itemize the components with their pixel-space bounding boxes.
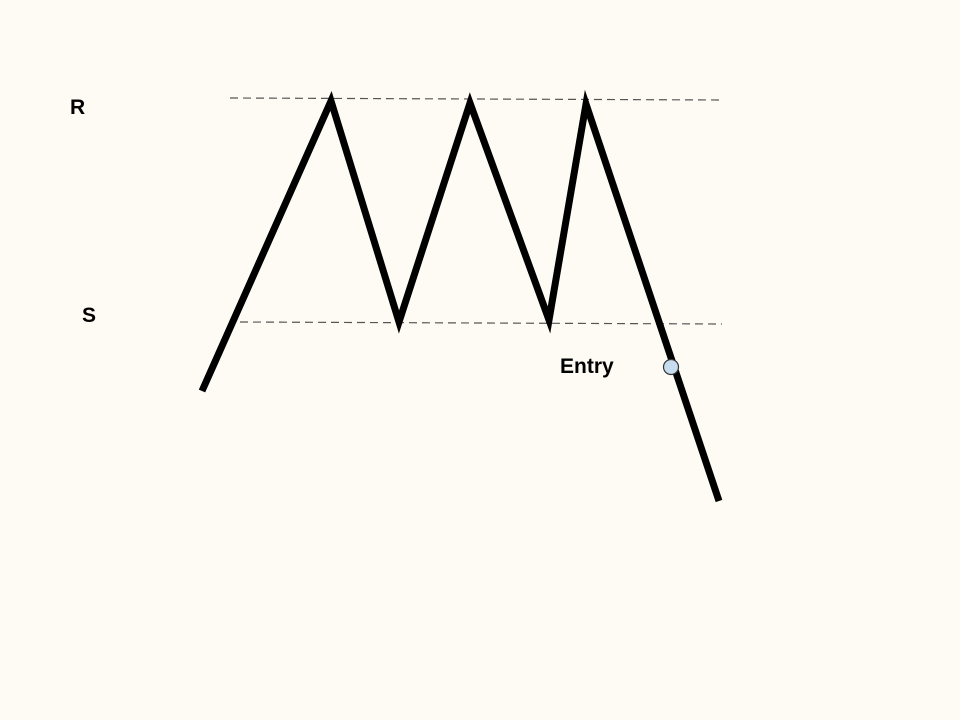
resistance-line [229,97,723,101]
support-line [239,321,723,325]
price-path [198,89,723,503]
support-label: S [82,304,97,327]
entry-marker [662,358,680,376]
resistance-label: R [70,96,86,119]
entry-label: Entry [560,355,614,378]
